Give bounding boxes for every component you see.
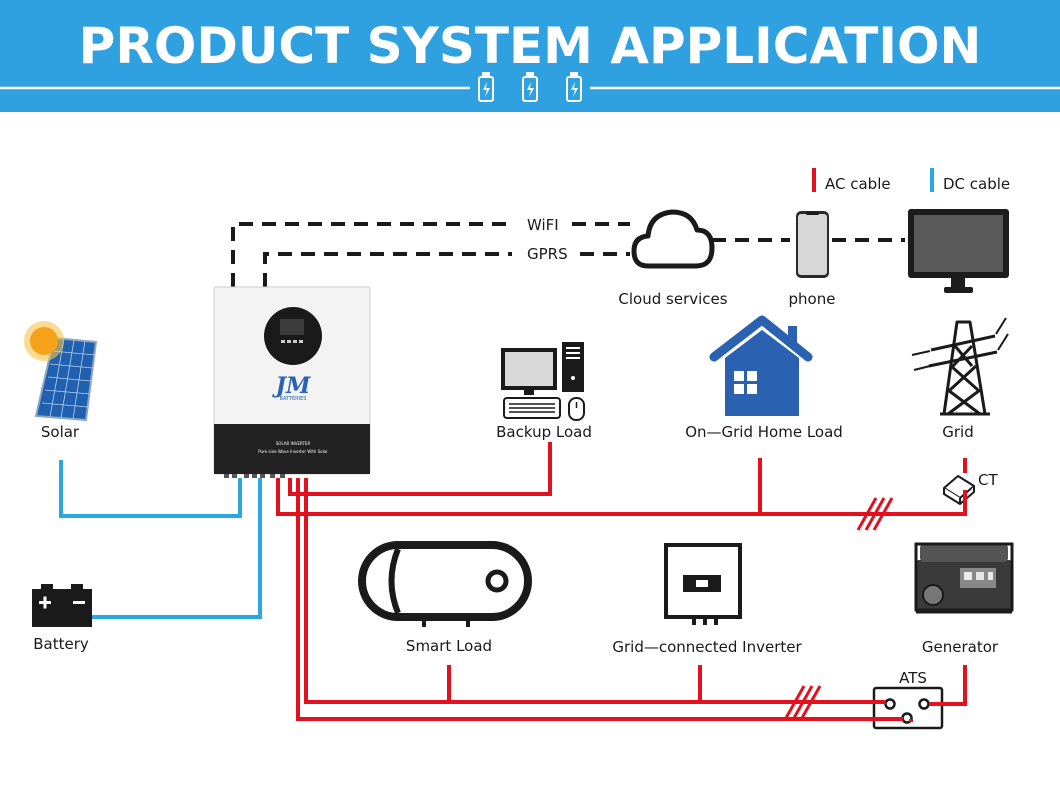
backup-load-label: Backup Load <box>496 423 592 441</box>
ct-clamp-icon <box>943 475 975 505</box>
house-icon <box>709 315 813 416</box>
battery-icon <box>522 72 538 102</box>
phone-icon <box>796 211 829 278</box>
monitor-icon <box>908 209 1009 293</box>
grid-inverter-icon <box>664 543 742 625</box>
grid-inverter-label: Grid—connected Inverter <box>612 638 802 656</box>
cloud-icon <box>631 209 715 269</box>
solar-label: Solar <box>41 423 80 441</box>
page-title: PRODUCT SYSTEM APPLICATION <box>79 17 982 75</box>
generator-label: Generator <box>922 638 999 656</box>
on-grid-home-load-label: On—Grid Home Load <box>685 423 843 441</box>
legend-ac-label: AC cable <box>825 175 891 193</box>
panel-line2: Pure sine Wave Inverter With Solar <box>258 449 328 454</box>
header-banner: PRODUCT SYSTEM APPLICATION <box>0 0 1060 112</box>
solar-panel-icon <box>24 321 98 422</box>
water-heater-icon <box>358 541 532 627</box>
smart-load-label: Smart Load <box>406 637 492 655</box>
desktop-pc-icon <box>501 342 585 421</box>
inverter-display <box>264 307 322 365</box>
wifi-label: WiFI <box>527 216 559 234</box>
generator-icon <box>914 542 1014 614</box>
grid-label: Grid <box>942 423 973 441</box>
battery-icon <box>32 584 92 627</box>
brand-logo: JM BATTERIES <box>272 373 311 402</box>
svg-text:JM: JM <box>272 373 311 399</box>
legend: AC cable DC cable <box>812 168 1010 193</box>
sun-icon <box>24 321 64 361</box>
dc-cables <box>59 460 262 619</box>
hybrid-inverter: JM BATTERIES SOLAR INVERTER Pure sine Wa… <box>213 286 371 478</box>
gprs-label: GPRS <box>527 245 568 263</box>
battery-label: Battery <box>33 635 89 653</box>
power-tower-icon <box>911 317 1009 416</box>
legend-dc-label: DC cable <box>943 175 1010 193</box>
ct-label: CT <box>978 471 998 489</box>
ac-cable-markers <box>784 497 894 719</box>
svg-text:BATTERIES: BATTERIES <box>280 396 307 402</box>
battery-icon <box>478 72 494 102</box>
phone-label: phone <box>789 290 836 308</box>
cloud-label: Cloud services <box>618 290 727 308</box>
comm-lines <box>231 222 905 287</box>
ac-cables <box>276 442 967 722</box>
ats-switch <box>872 686 944 730</box>
ats-label: ATS <box>899 669 927 687</box>
panel-line1: SOLAR INVERTER <box>276 441 311 446</box>
battery-icon <box>566 72 582 102</box>
